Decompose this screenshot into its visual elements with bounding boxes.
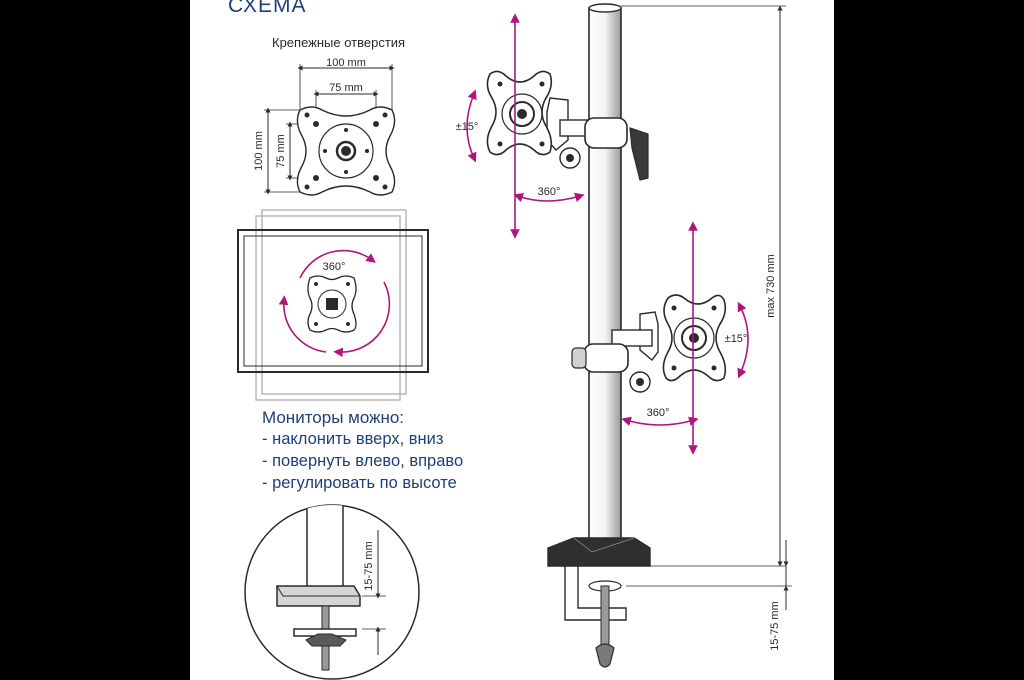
mounting-holes-title: Крепежные отверстия [272,35,406,50]
clamp-base-screw [600,585,610,649]
lower-arm [571,294,727,393]
rotation-arrow-left [278,295,327,353]
detail-clamp-range-label: 15-75 mm [363,541,375,591]
pole-mount-figure: ±15° 360° ±15° 360° max 730 mm 15-75 mm [456,3,792,668]
pole-height-label: max 730 mm [765,254,777,318]
monitor-rotation-figure: 360° [237,209,429,401]
features-heading: Мониторы можно: [262,408,405,427]
page-title: СХЕМА [228,0,307,17]
feature-item-height: - регулировать по высоте [262,474,457,492]
wing-nut [305,633,347,647]
feature-item-tilt: - наклонить вверх, вниз [262,430,444,448]
height-75-label: 75 mm [275,134,287,168]
clamp-handle [595,643,615,668]
width-75-label: 75 mm [329,82,363,94]
upper-swivel-label: 360° [538,186,561,198]
monitor-outline [237,229,429,373]
feature-item-swivel: - повернуть влево, вправо [262,452,464,470]
upper-tilt-label: ±15° [456,121,479,133]
desk-clamp [547,537,651,668]
lower-knob [571,347,587,369]
clamp-top-base [547,537,651,567]
rotation-arrow-top [299,249,376,279]
pole [588,7,622,549]
upper-tilt-arrow [466,89,477,163]
clamp-c-bracket [564,565,627,621]
clamp-detail-figure: 15-75 mm [244,504,420,680]
upper-swivel-arrow [513,192,585,203]
lower-swivel-label: 360° [647,407,670,419]
lower-swivel-arrow [621,416,699,426]
upper-arm [486,70,649,181]
rotation-label: 360° [323,261,346,273]
lower-collar [583,343,629,373]
mounting-plate-figure: 100 mm 75 mm 100 mm 75 mm [253,57,396,196]
rotation-arrow-right [333,281,391,358]
lower-tilt-arrow [737,301,749,379]
clamp-range-label: 15-75 mm [769,601,781,651]
height-100-label: 100 mm [253,131,265,171]
upper-lever-handle [629,127,649,181]
upper-collar [584,117,628,149]
lower-tilt-label: ±15° [725,333,748,345]
width-100-label: 100 mm [326,57,366,69]
